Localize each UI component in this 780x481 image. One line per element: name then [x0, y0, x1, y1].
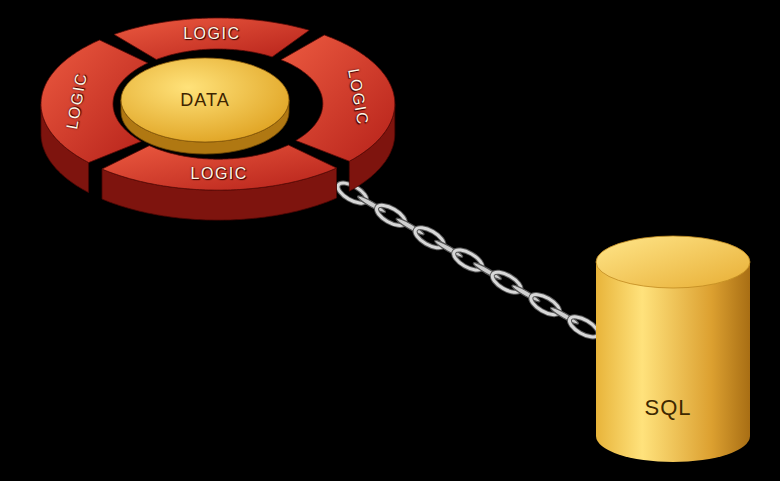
cylinder-body: [596, 262, 750, 462]
disk-top: [121, 58, 289, 142]
logic-label: LOGIC: [183, 26, 240, 42]
data-label: DATA: [180, 91, 229, 109]
logic-label: LOGIC: [191, 166, 248, 182]
cylinder-top: [596, 236, 750, 288]
segment-top: [281, 35, 395, 161]
data-disk: DATA: [119, 56, 291, 156]
chain-link: [566, 313, 601, 341]
logic-segment: LOGIC: [100, 143, 339, 222]
sql-cylinder: SQL: [594, 234, 752, 464]
segment-top: [102, 145, 336, 190]
logic-segment: LOGIC: [112, 16, 311, 62]
sql-cylinder-outline: [594, 234, 752, 464]
chain-link-shine: [566, 313, 601, 341]
chain-connector: [335, 179, 601, 341]
sql-label: SQL: [644, 397, 691, 419]
segment-top: [114, 18, 309, 59]
